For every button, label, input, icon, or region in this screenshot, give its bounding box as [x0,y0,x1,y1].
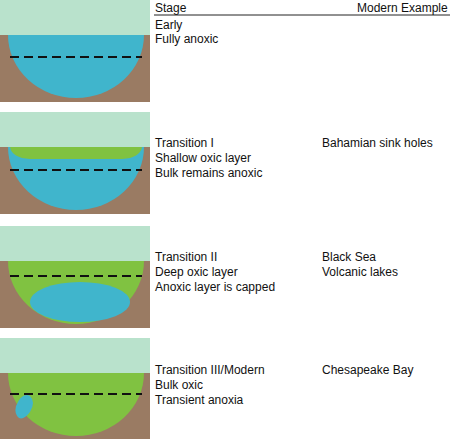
stage-description: Shallow oxic layer [155,151,251,165]
stage-description: Fully anoxic [155,32,218,46]
modern-example: Black Sea [322,250,376,264]
stage-description: Anoxic layer is capped [155,280,275,294]
modern-example: Bahamian sink holes [322,136,433,150]
stage-name: Transition I [155,136,214,150]
modern-example: Chesapeake Bay [322,363,413,377]
stage-description: Transient anoxia [155,393,243,407]
stage-description: Bulk remains anoxic [155,166,262,180]
stage-description: Deep oxic layer [155,265,238,279]
basin-panel [0,226,150,328]
modern-example: Volcanic lakes [322,265,398,279]
basin-panel [0,338,150,439]
column-header: Modern Example [357,1,448,15]
column-header: Stage [155,1,186,15]
stage-name: Transition III/Modern [155,363,265,377]
stage-description: Bulk oxic [155,378,203,392]
stage-name: Early [155,18,182,32]
stage-name: Transition II [155,250,217,264]
basin-panel [0,112,150,214]
basin-panel [0,0,150,102]
